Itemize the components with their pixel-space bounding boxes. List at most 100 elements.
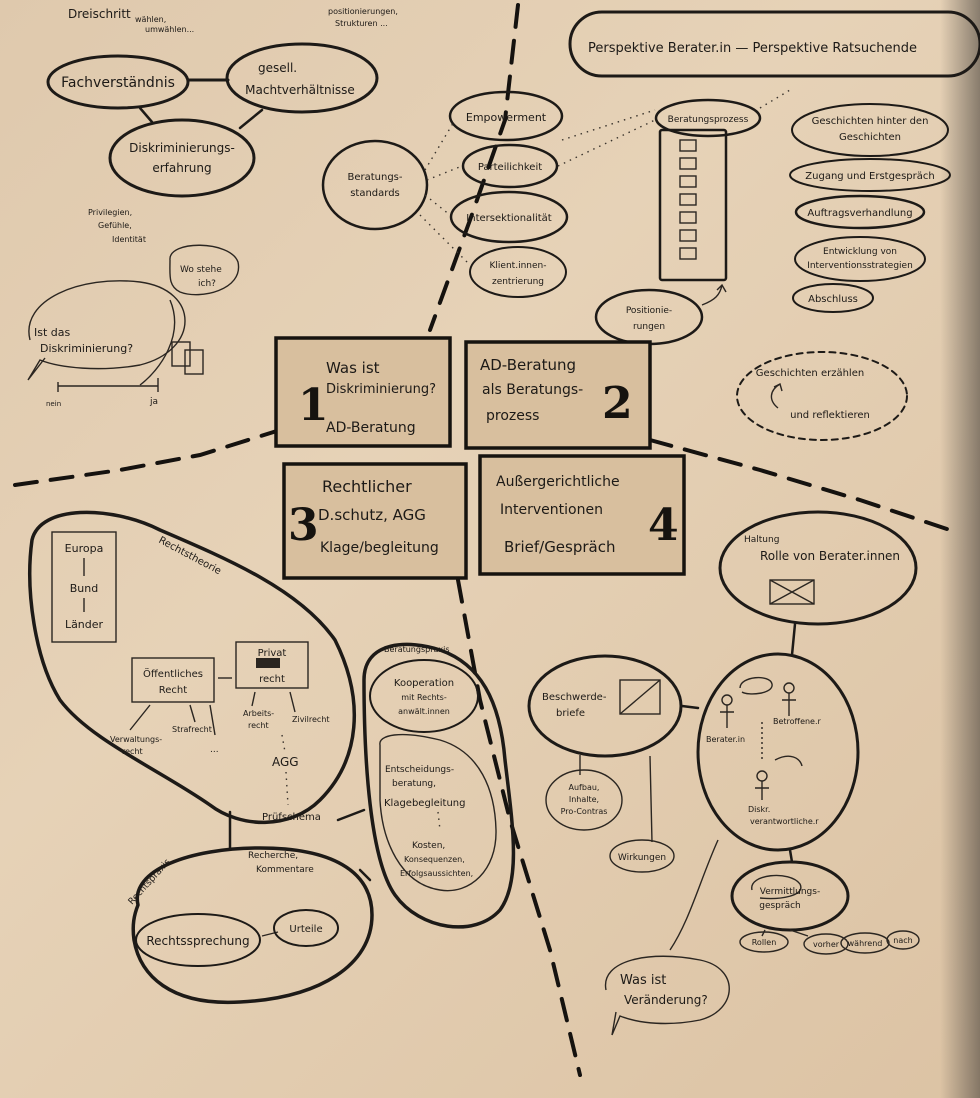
beratungspraxis-blob <box>362 642 516 929</box>
connector-macht-diskrim <box>238 108 264 130</box>
vermittlung-label1: Vermittlungs- <box>760 887 820 897</box>
diskriminierungserfahrung-label1: Diskriminierungs- <box>129 141 235 155</box>
positionierungen-bubble <box>594 288 704 346</box>
blob-connectors <box>336 808 372 882</box>
abschluss-label: Abschluss <box>808 294 858 305</box>
veranderung-label1: Was ist <box>620 973 666 988</box>
box-4-line1: Außergerichtliche <box>496 474 620 490</box>
connector-haltung-personen <box>790 622 797 657</box>
figure-square-1 <box>171 341 191 367</box>
beratungsstandards-label2: standards <box>350 188 400 199</box>
box-3-number: 3 <box>288 500 319 551</box>
empowerment-label: Empowerment <box>466 111 547 124</box>
box-3-line3: Klage/begleitung <box>320 540 439 556</box>
wo-stehe-label2: ich? <box>198 279 216 289</box>
entscheidung-label1: Entscheidungs- <box>385 765 454 775</box>
beschwerde-label1: Beschwerde- <box>542 692 607 703</box>
box-2-line2: als Beratungs- <box>482 382 583 398</box>
box-4-number: 4 <box>648 500 679 551</box>
wo-stehe-label1: Wo stehe <box>180 265 222 275</box>
box-2-number: 2 <box>602 378 633 429</box>
offentlich-branches <box>129 704 216 736</box>
veranderung-speech-bubble <box>604 955 730 1036</box>
positionierungen-label2: rungen <box>633 322 665 332</box>
strukturen-label: Strukturen ... <box>335 19 388 28</box>
entwicklung-label2: Interventionsstrategien <box>807 261 913 271</box>
kosten-label1: Kosten, <box>412 841 445 851</box>
privat-label2: recht <box>259 674 285 685</box>
scale-ja: ja <box>149 397 158 407</box>
scale-line <box>57 378 159 392</box>
divider-top-vertical <box>428 3 520 332</box>
positionierungen-label: positionierungen, <box>328 7 398 16</box>
vermittlung-speech <box>751 874 802 900</box>
board-edge <box>940 0 980 1098</box>
erzahlen-label1: Geschichten erzählen <box>756 368 864 379</box>
box-1-line3: AD-Beratung <box>326 420 416 436</box>
klientenzentrierung-label2: zentrierung <box>492 277 544 287</box>
beraterin-label: Berater.in <box>706 735 745 744</box>
rechtspraxis-label: Rechtspraxis <box>127 857 173 907</box>
beratungspraxis-label: Beratungspraxis <box>384 645 450 654</box>
geschichten-bubble <box>791 103 949 157</box>
machtverhaltnisse-bubble <box>225 42 379 114</box>
rollen-label: Rollen <box>752 938 777 947</box>
betroffene-label: Betroffene.r <box>773 717 822 726</box>
vorher-label: vorher <box>813 940 840 949</box>
beratungsprozess-label: Beratungsprozess <box>668 115 749 125</box>
parteilichkeit-label: Parteilichkeit <box>478 162 542 173</box>
beschwerdebriefe-bubble <box>527 654 683 758</box>
rechtstheorie-blob <box>28 510 357 825</box>
strafrecht-label: Strafrecht <box>172 725 212 734</box>
divider-left-horizontal <box>13 428 282 487</box>
beratungsstandards-bubble <box>321 139 429 231</box>
beratungsprozess-bubble <box>654 98 762 138</box>
nach-bubble <box>886 930 920 950</box>
verwaltung-label1: Verwaltungs- <box>110 735 162 744</box>
wahlen-label: wählen, <box>135 15 166 24</box>
diskriminierungserfahrung-bubble <box>108 118 256 198</box>
rechtsprechung-label: Rechtssprechung <box>146 934 249 948</box>
divider-right-horizontal <box>648 438 952 532</box>
agg-label: AGG <box>272 755 299 769</box>
nach-label: nach <box>893 936 912 945</box>
aufbau-label1: Aufbau, <box>569 783 600 792</box>
positionierungen-label1: Positionie- <box>626 306 672 316</box>
bubble-tail <box>139 299 176 386</box>
box-2: 2 AD-Beratung als Beratungs- prozess <box>464 340 652 450</box>
rolle-label: Rolle von Berater.innen <box>760 549 900 563</box>
zivilrecht-label: Zivilrecht <box>292 715 330 724</box>
brief-branches <box>579 755 653 843</box>
ebenen-box <box>51 531 117 643</box>
rollen-diagram <box>769 579 815 605</box>
vermittlung-label2: gespräch <box>759 901 801 911</box>
arrow-position-process <box>701 283 727 306</box>
kooperation-label1: Kooperation <box>394 678 454 689</box>
aufbau-label2: Inhalte, <box>569 795 599 804</box>
box-4-line2: Interventionen <box>500 502 603 518</box>
offentliches-label2: Recht <box>159 685 187 696</box>
figure-square-2 <box>184 349 204 375</box>
parteilichkeit-bubble <box>461 143 559 189</box>
box-1-line2: Diskriminierung? <box>326 382 436 397</box>
haltung-bubble <box>718 510 918 626</box>
rechtsprechung-bubble <box>135 913 261 967</box>
wahlen2-label: umwählen... <box>145 25 194 34</box>
kosten-label3: Erfolgsaussichten, <box>400 869 473 878</box>
beratungsprozess-column <box>658 128 728 282</box>
box-4-line3: Brief/Gespräch <box>504 538 616 556</box>
box-3: 3 Rechtlicher D.schutz, AGG Klage/beglei… <box>282 462 468 580</box>
process-dotted-links <box>557 109 656 167</box>
wo-stehe-speech-bubble <box>169 244 240 296</box>
bund-label: Bund <box>70 582 98 595</box>
recherche-label1: Recherche, <box>248 851 298 861</box>
vorher-bubble <box>803 933 849 955</box>
aufbau-bubble <box>545 769 623 831</box>
privatrecht-box <box>235 641 309 689</box>
scribble-out <box>256 658 280 668</box>
connector-fach-diskrim <box>138 106 154 124</box>
vermittlung-branches <box>761 929 809 937</box>
person-icons <box>720 677 803 800</box>
kooperation-bubble <box>369 659 479 733</box>
